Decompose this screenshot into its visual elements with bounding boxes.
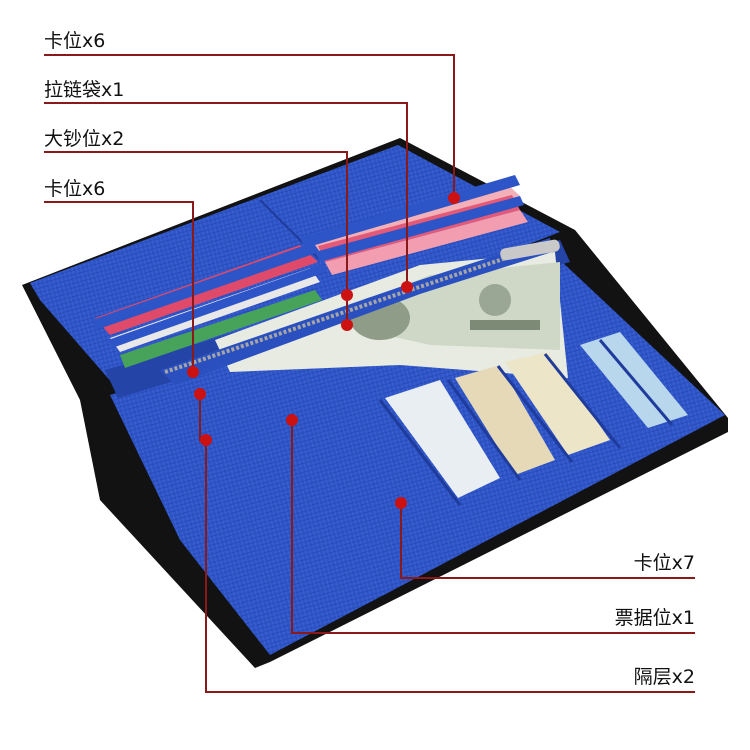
callout-dot-1: [448, 192, 460, 204]
callout-line-5: [400, 503, 695, 579]
callout-dot-4: [187, 366, 199, 378]
callout-dot-2: [401, 281, 413, 293]
callout-label-zipper-pocket: 拉链袋x1: [44, 79, 125, 101]
upper-left-card-slots: [92, 240, 326, 368]
zipper-pocket: [160, 238, 560, 385]
callout-dot-5: [395, 497, 407, 509]
callout-line-1: [44, 54, 455, 198]
callout-label-bill-slots: 大钞位x2: [44, 128, 125, 150]
callout-dot-6: [286, 414, 298, 426]
callout-dot-7: [194, 388, 206, 400]
callout-label-card-slots-left: 卡位x6: [44, 178, 106, 200]
lower-card-slots: [378, 332, 688, 506]
callout-dots: [187, 192, 460, 509]
callout-dot-7b: [200, 434, 212, 446]
callout-label-card-slots-lower: 卡位x7: [633, 552, 695, 574]
callout-line-3: [44, 151, 348, 325]
callout-label-receipt-slot: 票据位x1: [614, 607, 695, 629]
callout-label-card-slots-upper: 卡位x6: [44, 30, 106, 52]
callout-line-4: [44, 201, 194, 372]
callout-dot-3: [341, 289, 353, 301]
callout-label-compartments: 隔层x2: [633, 666, 695, 688]
upper-right-card-slots: [300, 175, 528, 275]
callout-dot-3b: [341, 319, 353, 331]
callout-lines: [44, 54, 695, 693]
callout-line-2: [44, 102, 408, 287]
cash-bills: [215, 252, 568, 378]
callout-line-6: [291, 420, 695, 634]
